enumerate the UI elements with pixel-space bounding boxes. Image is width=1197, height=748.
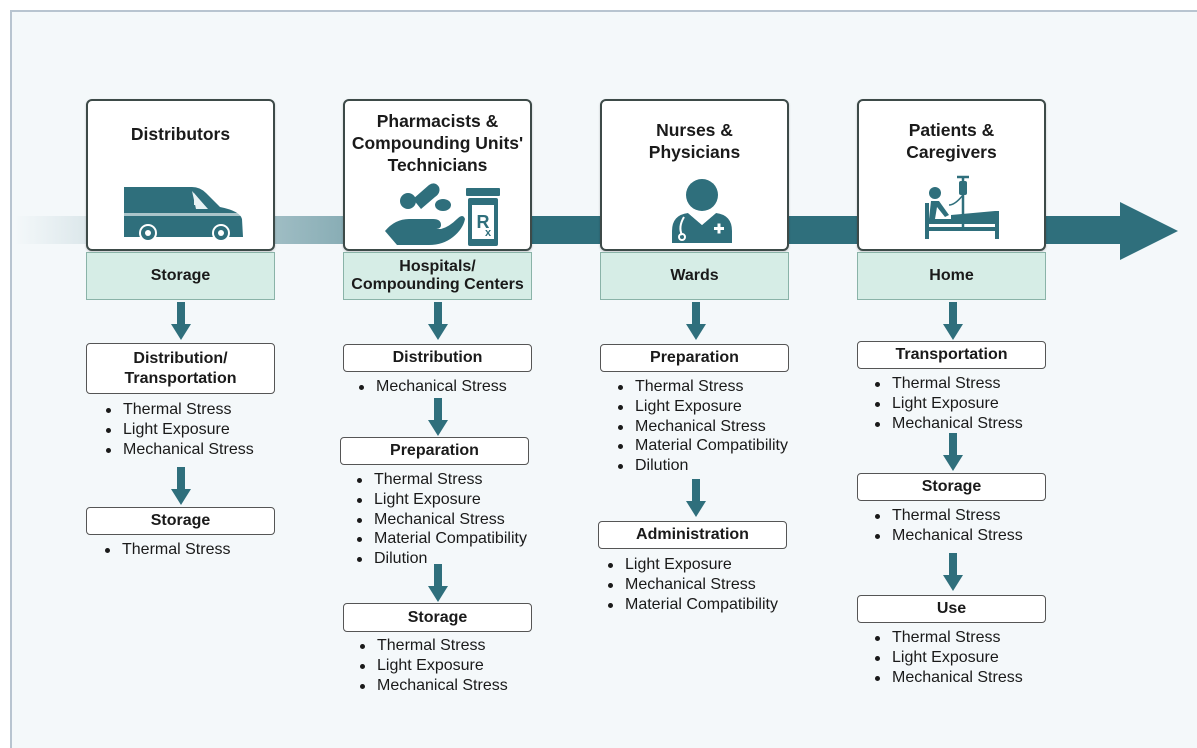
- down-arrow-icon: [171, 302, 191, 340]
- list-item: Mechanical Stress: [605, 575, 778, 595]
- step-storage: Storage: [343, 603, 532, 632]
- setting-hospitals-compounding-centers: Hospitals/ Compounding Centers: [343, 252, 532, 300]
- down-arrow-icon: [943, 553, 963, 591]
- list-item: Thermal Stress: [103, 400, 254, 420]
- list-item: Light Exposure: [872, 648, 1023, 668]
- bullet-list: Thermal Stress Light Exposure Mechanical…: [872, 374, 1023, 433]
- down-arrow-icon: [686, 302, 706, 340]
- list-item: Thermal Stress: [354, 470, 527, 490]
- down-arrow-icon: [686, 479, 706, 517]
- step-distribution-transportation: Distribution/ Transportation: [86, 343, 275, 394]
- stage-title: Nurses & Physicians: [648, 120, 741, 162]
- bullet-list: Thermal Stress Light Exposure Mechanical…: [357, 636, 508, 695]
- list-item: Light Exposure: [103, 420, 254, 440]
- list-item: Mechanical Stress: [872, 526, 1023, 546]
- setting-home: Home: [857, 252, 1046, 300]
- step-administration: Administration: [598, 521, 787, 549]
- list-item: Thermal Stress: [102, 540, 230, 560]
- step-distribution: Distribution: [343, 344, 532, 372]
- setting-storage: Storage: [86, 252, 275, 300]
- step-storage: Storage: [857, 473, 1046, 501]
- bullet-list: Thermal Stress Light Exposure Mechanical…: [354, 470, 527, 569]
- list-item: Material Compatibility: [605, 595, 778, 615]
- stage-card-distributors: Distributors: [86, 99, 275, 251]
- list-item: Material Compatibility: [615, 436, 788, 456]
- list-item: Mechanical Stress: [872, 414, 1023, 434]
- bullet-list: Thermal Stress: [102, 540, 230, 560]
- step-preparation: Preparation: [600, 344, 789, 372]
- list-item: Light Exposure: [354, 490, 527, 510]
- bullet-list: Light Exposure Mechanical Stress Materia…: [605, 555, 778, 614]
- list-item: Light Exposure: [605, 555, 778, 575]
- list-item: Light Exposure: [615, 397, 788, 417]
- list-item: Thermal Stress: [872, 374, 1023, 394]
- bullet-list: Thermal Stress Light Exposure Mechanical…: [103, 400, 254, 459]
- list-item: Material Compatibility: [354, 529, 527, 549]
- setting-wards: Wards: [600, 252, 789, 300]
- stage-card-patients-caregivers: Patients & Caregivers: [857, 99, 1046, 251]
- stage-card-nurses-physicians: Nurses & Physicians: [600, 99, 789, 251]
- step-preparation: Preparation: [340, 437, 529, 465]
- svg-text:x: x: [485, 227, 492, 239]
- step-use: Use: [857, 595, 1046, 623]
- list-item: Dilution: [354, 549, 527, 569]
- list-item: Mechanical Stress: [872, 668, 1023, 688]
- stage-card-pharmacists: Pharmacists & Compounding Units' Technic…: [343, 99, 532, 251]
- list-item: Light Exposure: [357, 656, 508, 676]
- bullet-list: Thermal Stress Light Exposure Mechanical…: [615, 377, 788, 476]
- stage-title: Pharmacists & Compounding Units' Technic…: [351, 111, 524, 175]
- down-arrow-icon: [171, 467, 191, 505]
- bullet-list: Thermal Stress Light Exposure Mechanical…: [872, 628, 1023, 687]
- list-item: Mechanical Stress: [356, 377, 507, 397]
- doctor-stethoscope-icon: [672, 179, 732, 243]
- list-item: Thermal Stress: [872, 506, 1023, 526]
- list-item: Light Exposure: [872, 394, 1023, 414]
- step-transportation: Transportation: [857, 341, 1046, 369]
- delivery-van-icon: [124, 187, 243, 242]
- svg-text:R: R: [477, 212, 490, 232]
- down-arrow-icon: [943, 433, 963, 471]
- list-item: Mechanical Stress: [615, 417, 788, 437]
- list-item: Mechanical Stress: [357, 676, 508, 696]
- list-item: Thermal Stress: [872, 628, 1023, 648]
- down-arrow-icon: [943, 302, 963, 340]
- down-arrow-icon: [428, 564, 448, 602]
- step-storage: Storage: [86, 507, 275, 535]
- patient-bed-iv-icon: [925, 175, 999, 239]
- list-item: Thermal Stress: [357, 636, 508, 656]
- list-item: Mechanical Stress: [354, 510, 527, 530]
- bullet-list: Thermal Stress Mechanical Stress: [872, 506, 1023, 546]
- pills-hand-rx-bottle-icon: R x: [385, 183, 500, 246]
- down-arrow-icon: [428, 302, 448, 340]
- bullet-list: Mechanical Stress: [356, 377, 507, 397]
- stage-title: Patients & Caregivers: [906, 120, 997, 162]
- stage-title: Distributors: [130, 124, 231, 144]
- list-item: Dilution: [615, 456, 788, 476]
- list-item: Thermal Stress: [615, 377, 788, 397]
- down-arrow-icon: [428, 398, 448, 436]
- list-item: Mechanical Stress: [103, 440, 254, 460]
